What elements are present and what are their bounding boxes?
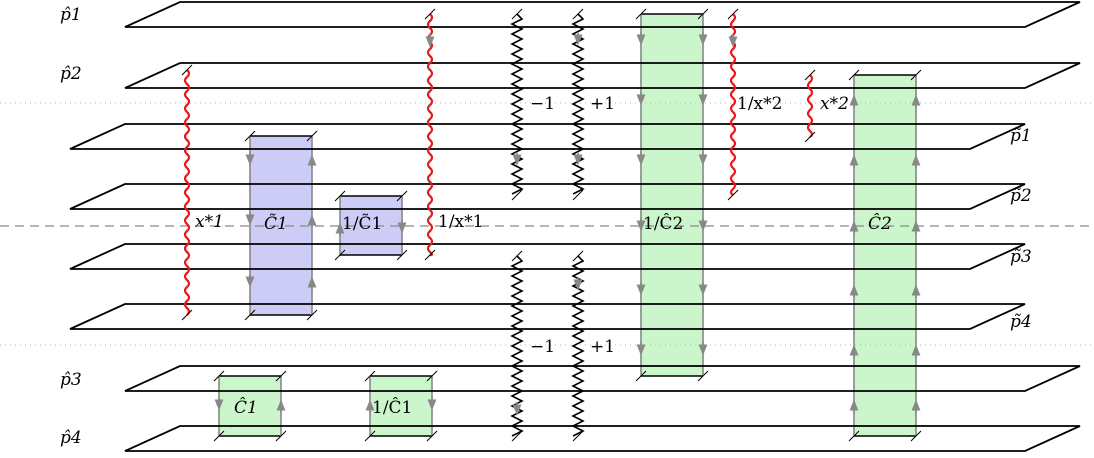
red-cut-x1: [183, 69, 191, 316]
box-inv-c1-tilde-tick-1: [396, 190, 408, 202]
cut-label-inv-x2: 1/x*2: [737, 94, 783, 114]
black-cut-minus-bottom: [510, 255, 524, 437]
sheet-p-tilde-3: [69, 243, 1026, 270]
cut-end-tick-6: [804, 69, 816, 81]
sheet-label-p-tilde-4: p̃4: [1010, 312, 1032, 332]
box-c2-hat-left-tick-3: [697, 370, 709, 382]
black-cut-plus-top: [571, 13, 585, 195]
box-c1-hat-tick-2: [213, 430, 225, 442]
cut-label-inv-x1: 1/x*1: [438, 212, 484, 232]
cut-end-tick-0: [181, 64, 193, 76]
box-inv-c1-hat-tick-1: [426, 370, 438, 382]
cut-label-plus-bottom: +1: [590, 337, 616, 357]
red-cut-inv-x1: [426, 13, 434, 257]
cut-label-plus-top: +1: [590, 94, 616, 114]
sheet-p-hat-1: [124, 1, 1081, 28]
cut-end-tick-1: [181, 309, 193, 321]
cut-end-tick-13: [572, 250, 584, 262]
cut-end-tick-9: [572, 8, 584, 20]
sheet-p-hat-4: [124, 425, 1081, 452]
sheet-label-p-tilde-2: p̃2: [1010, 186, 1032, 206]
sheet-label-p-hat-3: p̂3: [60, 370, 82, 390]
cut-end-tick-10: [511, 189, 523, 201]
box-inv-c1-hat-tick-3: [426, 430, 438, 442]
box-c1-tilde-tick-3: [306, 309, 318, 321]
box-c1-hat-tick-1: [275, 370, 287, 382]
box-inv-c1-hat-tick-0: [364, 370, 376, 382]
red-cut-x2: [806, 74, 814, 138]
box-c2-hat-right-tick-2: [848, 430, 860, 442]
box-c1-tilde-tick-1: [306, 130, 318, 142]
box-label-inv-c2-hat: 1/Ĉ2: [643, 214, 684, 234]
box-c1-hat-tick-0: [213, 370, 225, 382]
box-c2-hat-left: [641, 14, 703, 376]
cut-end-tick-7: [804, 131, 816, 143]
box-inv-c1-tilde-tick-2: [334, 249, 346, 261]
box-c2-hat-left-tick-1: [697, 8, 709, 20]
cut-end-tick-14: [511, 430, 523, 442]
sheet-label-p-hat-1: p̂1: [60, 5, 82, 25]
sheet-p-hat-2: [124, 62, 1081, 89]
cut-label-minus-bottom: −1: [530, 337, 556, 357]
box-inv-c1-tilde-tick-0: [334, 190, 346, 202]
box-c2-hat-right-tick-3: [910, 430, 922, 442]
box-c2-hat-left-tick-0: [635, 8, 647, 20]
sheet-p-tilde-1: [69, 123, 1026, 150]
box-label-c2-hat: Ĉ2: [868, 214, 892, 234]
sheet-label-p-tilde-1: p̃1: [1010, 126, 1032, 146]
box-c1-tilde-tick-2: [244, 309, 256, 321]
sheet-p-tilde-2: [69, 183, 1026, 210]
cut-end-tick-8: [511, 8, 523, 20]
box-c1-hat-tick-3: [275, 430, 287, 442]
box-c1-tilde-tick-0: [244, 130, 256, 142]
box-c2-hat-right-tick-1: [910, 69, 922, 81]
black-cut-plus-bottom: [571, 255, 585, 437]
sheet-p-tilde-4: [69, 303, 1026, 330]
cut-end-tick-11: [572, 189, 584, 201]
cut-end-tick-15: [572, 430, 584, 442]
cut-label-minus-top: −1: [530, 94, 556, 114]
box-c2-hat-left-tick-2: [635, 370, 647, 382]
box-label-c1-tilde: C̃1: [264, 214, 288, 234]
sheet-label-p-tilde-3: p̃3: [1010, 247, 1032, 267]
cut-label-x1: x*1: [195, 212, 224, 232]
box-inv-c1-hat-tick-2: [364, 430, 376, 442]
box-inv-c1-tilde-tick-3: [396, 249, 408, 261]
box-label-c1-hat: Ĉ1: [234, 398, 258, 418]
cut-end-tick-12: [511, 250, 523, 262]
cut-end-tick-4: [727, 8, 739, 20]
box-label-inv-c1-tilde: 1/C̃1: [342, 214, 383, 234]
sheet-label-p-hat-2: p̂2: [60, 64, 82, 84]
cut-label-x2: x*2: [820, 94, 849, 114]
sheet-p-hat-3: [124, 365, 1081, 392]
cut-end-tick-3: [424, 249, 436, 261]
box-c2-hat-right-tick-0: [848, 69, 860, 81]
box-label-inv-c1-hat: 1/Ĉ1: [372, 398, 413, 418]
sheet-label-p-hat-4: p̂4: [60, 428, 82, 448]
cut-end-tick-5: [727, 189, 739, 201]
box-c2-hat-right: [854, 75, 916, 436]
cut-end-tick-2: [424, 8, 436, 20]
black-cut-minus-top: [510, 13, 524, 195]
